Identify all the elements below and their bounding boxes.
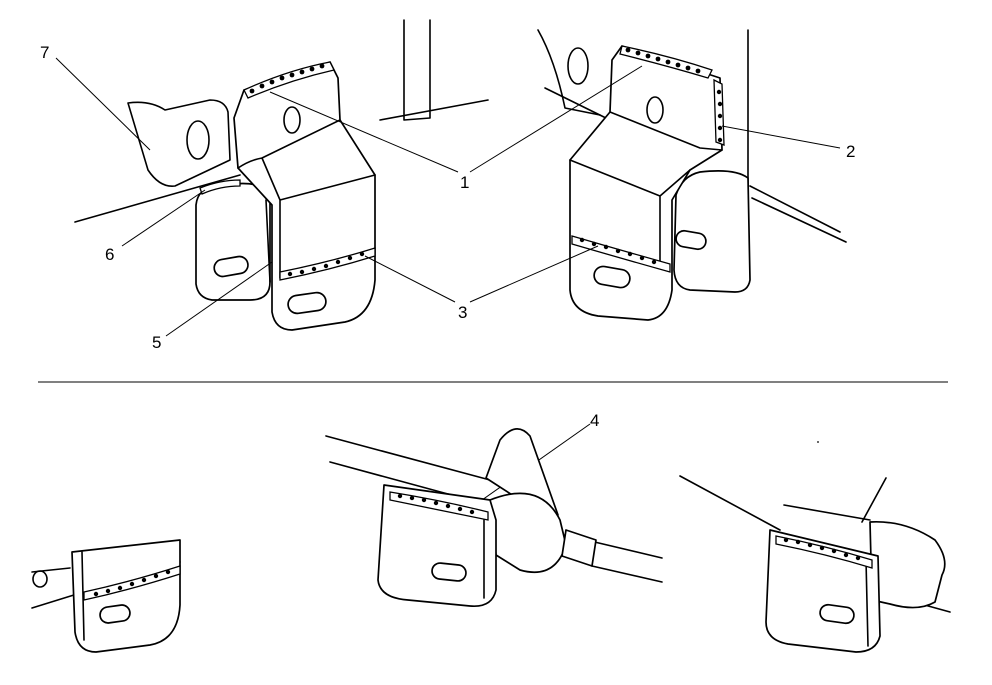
weld-dots-bottom-left-view xyxy=(93,569,171,597)
front-bracket-bend-left xyxy=(237,119,376,279)
weld-dots-bottom-center xyxy=(397,493,475,515)
leader-5 xyxy=(165,261,273,337)
hole-bottom-left-edge xyxy=(32,570,48,588)
rear-slot-left xyxy=(213,255,249,278)
leader-6 xyxy=(121,189,206,247)
tube-bottom-right xyxy=(869,520,946,609)
top-right-bracket-assembly xyxy=(537,29,847,321)
bracket-bottom-left xyxy=(71,539,181,653)
body-panel-left xyxy=(74,99,241,223)
body-hole-left xyxy=(186,120,210,160)
slot-bottom-right xyxy=(819,603,855,625)
leader-1a xyxy=(269,91,459,173)
bracket-bottom-left-edge xyxy=(81,551,85,641)
bottom-right-view xyxy=(679,441,951,653)
weld-bead-bottom-center xyxy=(389,491,489,521)
rail-bottom-center xyxy=(325,435,663,583)
speck-bottom-right xyxy=(817,441,819,443)
front-slot-left xyxy=(287,291,327,315)
leader-1b xyxy=(469,65,643,173)
callout-label-3: 3 xyxy=(458,303,467,322)
front-bracket-hole-left xyxy=(283,106,301,134)
bottom-center-view xyxy=(325,428,663,608)
front-bracket-bend-right xyxy=(569,111,723,266)
leader-3b xyxy=(469,245,599,303)
callout-leaders xyxy=(55,57,841,513)
leader-7 xyxy=(55,57,151,151)
weld-bead-body-left xyxy=(199,179,241,195)
body-pillar-left xyxy=(379,19,489,121)
callout-label-7: 7 xyxy=(40,43,49,62)
weld-dots-bottom-right xyxy=(579,237,657,265)
callout-label-1: 1 xyxy=(460,173,469,192)
slot-bottom-center xyxy=(431,562,467,582)
tab-bottom-center xyxy=(485,428,559,516)
body-panel-right xyxy=(537,29,847,243)
callout-label-2: 2 xyxy=(846,142,855,161)
callout-label-4: 4 xyxy=(590,411,599,430)
weld-dots-bottom-left xyxy=(287,251,365,277)
weld-bead-side-right xyxy=(713,78,725,146)
weld-dots-top-left xyxy=(249,63,325,94)
callout-label-6: 6 xyxy=(105,245,114,264)
callout-label-5: 5 xyxy=(152,333,161,352)
weld-seam-side-left xyxy=(265,199,271,283)
slot-bottom-left xyxy=(99,604,131,624)
top-left-bracket-assembly xyxy=(74,19,489,331)
front-slot-right xyxy=(593,265,631,289)
bracket-bottom-right-edge xyxy=(865,559,869,647)
leader-3a xyxy=(364,255,456,303)
stub-bottom-center xyxy=(561,529,597,567)
weld-dots-side-right xyxy=(716,89,723,143)
body-floor-right xyxy=(544,87,611,121)
weld-bead-bottom-right xyxy=(571,235,671,273)
callout-labels: 7 1 2 6 3 5 4 xyxy=(40,43,855,430)
weld-dots-bottom-right xyxy=(783,537,861,561)
bottom-left-partial-view xyxy=(31,539,181,653)
rail-bottom-right xyxy=(679,475,951,613)
leader-2 xyxy=(721,125,841,149)
rear-bracket-left xyxy=(195,182,271,301)
weld-dots-top-right xyxy=(625,47,701,74)
rear-slot-right xyxy=(675,229,707,251)
body-hole-right xyxy=(567,47,589,85)
front-bracket-hole-right xyxy=(646,96,664,124)
